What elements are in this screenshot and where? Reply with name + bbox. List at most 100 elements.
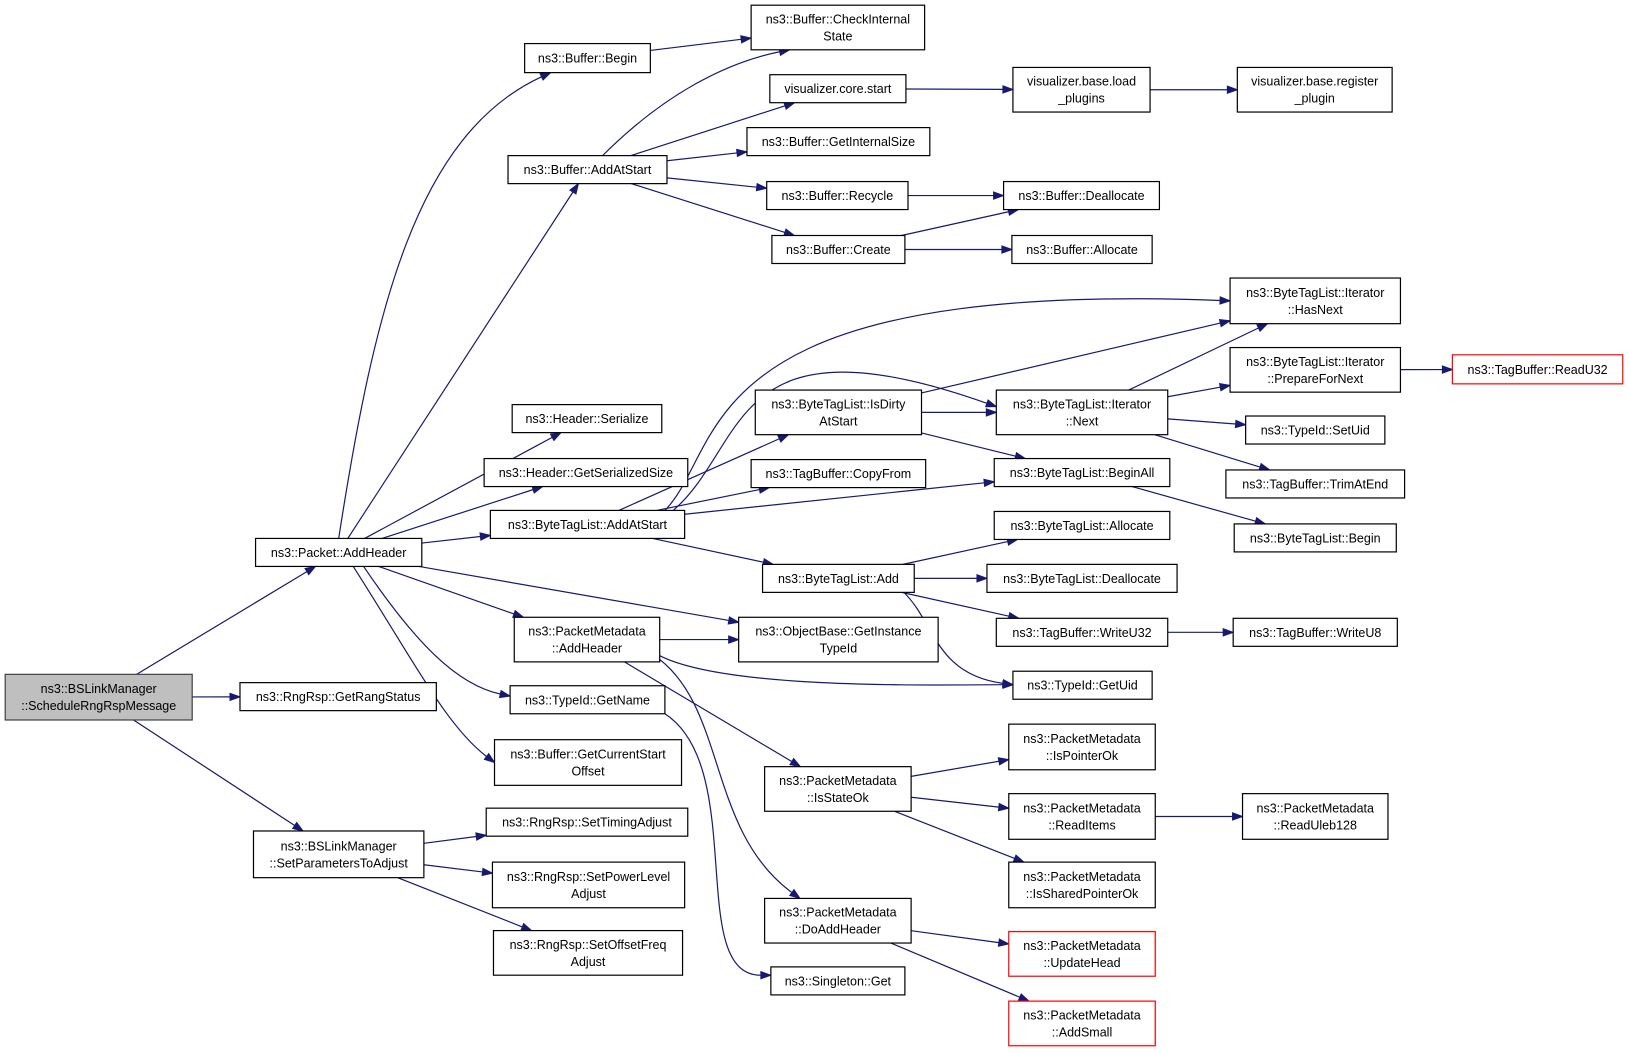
edge-arrowhead [512,609,525,618]
node-addheader[interactable]: ns3::Packet::AddHeader [254,537,423,568]
node-btldealloc[interactable]: ns3::ByteTagList::Deallocate [986,563,1178,593]
node-btladdatstart[interactable]: ns3::ByteTagList::AddAtStart [489,509,686,540]
node-getrangstatus[interactable]: ns3::RngRsp::GetRangStatus [239,682,437,712]
node-label: ns3::Packet::AddHeader [271,546,407,560]
node-itprepare[interactable]: ns3::ByteTagList::Iterator::PrepareForNe… [1229,346,1402,393]
edge-line [364,436,553,539]
node-label: ns3::Buffer::Create [786,243,891,257]
edge-arrowhead [483,752,496,764]
node-box [1245,415,1386,445]
node-pmisptr[interactable]: ns3::PacketMetadata::IsPointerOk [1008,723,1156,771]
edge-setparams-to-setpower [423,864,494,877]
node-itnext[interactable]: ns3::ByteTagList::Iterator::Next [995,389,1169,436]
node-settiming[interactable]: ns3::RngRsp::SetTimingAdjust [485,807,689,837]
node-label: ns3::PacketMetadata [779,774,896,788]
node-box [489,509,686,540]
node-tbtrim[interactable]: ns3::TagBuffer::TrimAtEnd [1225,469,1406,499]
edge-arrowhead [475,832,488,841]
edge-line [397,877,523,928]
node-bufrecycle[interactable]: ns3::Buffer::Recycle [766,180,909,211]
node-label: ns3::Header::Serialize [525,412,648,426]
node-tbwrite32[interactable]: ns3::TagBuffer::WriteU32 [995,617,1169,647]
node-box [746,127,931,157]
node-ithasnext[interactable]: ns3::ByteTagList::Iterator::HasNext [1229,277,1402,325]
node-singleton[interactable]: ns3::Singleton::Get [770,966,906,996]
node-pmisshared[interactable]: ns3::PacketMetadata::IsSharedPointerOk [1008,861,1156,909]
node-label: ns3::ByteTagList::BeginAll [1010,466,1155,480]
node-tidgetuid[interactable]: ns3::TypeId::GetUid [1012,670,1153,700]
node-bufdealloc[interactable]: ns3::Buffer::Deallocate [1002,180,1161,211]
node-vizload[interactable]: visualizer.base.load_plugins [1012,66,1151,113]
node-label: ns3::Singleton::Get [785,974,892,988]
edge-arrowhead [1218,318,1232,328]
node-vizstart[interactable]: visualizer.core.start [769,74,907,104]
node-label: ns3::TypeId::SetUid [1261,424,1370,438]
node-box [1011,234,1153,265]
node-label: ns3::ObjectBase::GetInstance [755,625,921,639]
node-box [493,739,683,786]
edge-line [363,566,501,695]
node-label: ::HasNext [1288,303,1343,317]
edge-line [894,810,1015,860]
edge-tbwrite32-to-tbwrite8 [1167,628,1235,637]
edge-arrowhead [1441,365,1454,374]
node-root[interactable]: ns3::BSLinkManager::ScheduleRngRspMessag… [4,673,193,721]
node-pmisstate[interactable]: ns3::PacketMetadata::IsStateOk [764,766,912,812]
node-setparams[interactable]: ns3::BSLinkManager::SetParametersToAdjus… [252,830,425,879]
node-tidsetuid[interactable]: ns3::TypeId::SetUid [1245,415,1386,445]
node-bufbegin[interactable]: ns3::Buffer::Begin [524,42,651,74]
node-bufcreate[interactable]: ns3::Buffer::Create [771,234,906,265]
node-pmdoadd[interactable]: ns3::PacketMetadata::DoAddHeader [764,897,912,944]
node-pmaddsmall[interactable]: ns3::PacketMetadata::AddSmall [1008,1000,1156,1047]
node-btladd[interactable]: ns3::ByteTagList::Add [761,563,915,593]
edge-arrowhead [1012,854,1026,863]
node-label: ns3::Buffer::GetInternalSize [762,135,915,149]
edge-line [921,322,1221,394]
node-box [750,458,927,489]
edge-arrowhead [1232,812,1245,821]
node-tbcopyfrom[interactable]: ns3::TagBuffer::CopyFrom [750,458,927,489]
node-tbwrite8[interactable]: ns3::TagBuffer::WriteU8 [1232,617,1398,647]
node-pmreaduleb[interactable]: ns3::PacketMetadata::ReadUleb128 [1241,793,1389,840]
edge-vizstart-to-vizload [905,85,1015,94]
node-box [239,682,437,712]
node-bufaddatstart[interactable]: ns3::Buffer::AddAtStart [507,155,668,185]
node-box [995,617,1169,647]
node-hdrgetsize[interactable]: ns3::Header::GetSerializedSize [483,457,689,488]
node-btlbegin[interactable]: ns3::ByteTagList::Begin [1233,523,1397,553]
node-box [1008,861,1156,909]
node-vizreg[interactable]: visualizer.base.register_plugin [1236,66,1393,113]
edge-line [652,537,764,563]
node-box [771,234,906,265]
edge-arrowhead [788,888,802,900]
node-bufgetsize[interactable]: ns3::Buffer::GetInternalSize [746,127,931,157]
node-label: ns3::Buffer::Begin [538,52,637,66]
node-pmreaditems[interactable]: ns3::PacketMetadata::ReadItems [1008,793,1156,840]
node-box [1229,346,1402,393]
node-tbreadu32[interactable]: ns3::TagBuffer::ReadU32 [1451,354,1624,385]
node-pmaddheader[interactable]: ns3::PacketMetadata::AddHeader [513,616,661,663]
node-pmupdatehead[interactable]: ns3::PacketMetadata::UpdateHead [1008,931,1156,977]
node-label: ::PrepareForNext [1267,372,1363,386]
edge-line [347,191,574,539]
edge-arrowhead [728,635,741,644]
node-hdrserialize[interactable]: ns3::Header::Serialize [511,404,663,434]
node-tidgetname[interactable]: ns3::TypeId::GetName [509,685,666,715]
edge-arrowhead [984,399,998,408]
node-box [1008,793,1156,840]
node-btlbeginall[interactable]: ns3::ByteTagList::BeginAll [993,457,1171,488]
node-label: ns3::Buffer::Allocate [1026,243,1138,257]
edge-vizload-to-vizreg [1150,85,1239,95]
node-label: ns3::TypeId::GetName [525,693,650,707]
node-btlallocate[interactable]: ns3::ByteTagList::Allocate [993,510,1171,541]
edge-root-to-addheader [136,565,317,675]
node-label: ns3::ByteTagList::Begin [1250,531,1381,545]
node-bufalloc[interactable]: ns3::Buffer::Allocate [1011,234,1153,265]
